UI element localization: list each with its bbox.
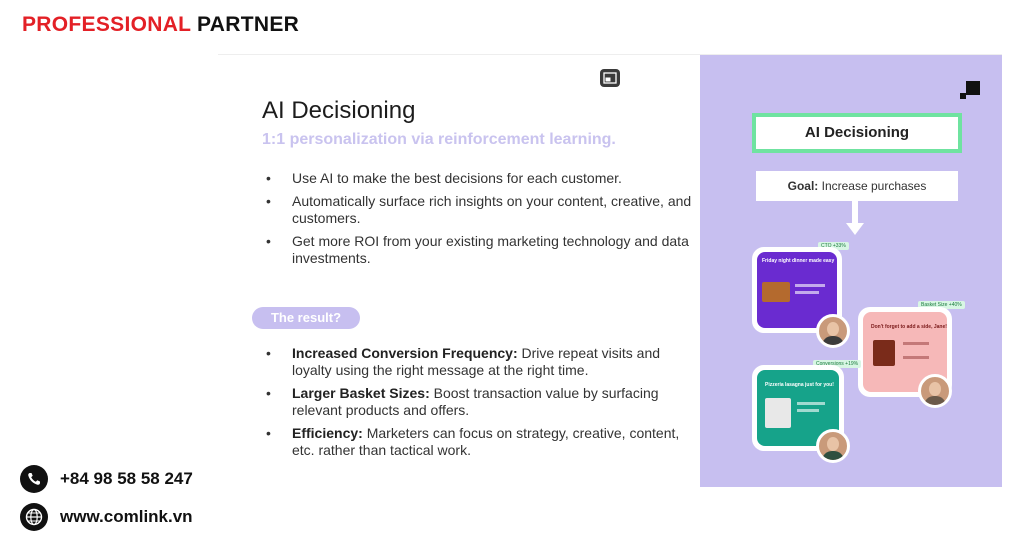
list-item: •Larger Basket Sizes: Boost transaction … [266,385,659,418]
ai-decisioning-box: AI Decisioning [752,113,962,153]
divider [218,54,1002,55]
slide-subtitle: 1:1 personalization via reinforcement le… [262,131,616,148]
avatar [816,429,850,463]
list-item: •Use AI to make the best decisions for e… [266,170,622,186]
phone-image [765,398,791,428]
expand-icon[interactable] [600,69,620,87]
slide: AI Decisioning 1:1 personalization via r… [218,55,1002,487]
list-item: •Increased Conversion Frequency: Drive r… [266,345,661,378]
email-card-3: Pizzeria lasagna just for you! [752,365,844,451]
decor-square-small [960,93,966,99]
avatar [918,374,952,408]
result-pill: The result? [252,307,360,329]
phone-number[interactable]: +84 98 58 58 247 [60,469,193,488]
slide-content: AI Decisioning 1:1 personalization via r… [218,55,700,487]
slide-title: AI Decisioning [262,97,416,124]
metric-tag: Basket Size +40% [918,301,965,309]
goal-box: Goal: Increase purchases [756,171,958,201]
food-image [762,282,790,302]
arrow-head [846,223,864,235]
phone-contact[interactable]: +84 98 58 58 247 [20,465,280,493]
list-item: •Efficiency: Marketers can focus on stra… [266,425,680,458]
phone-icon [20,465,48,493]
arrow-down-icon [852,201,858,225]
avatar [816,314,850,348]
list-item: •Get more ROI from your existing marketi… [266,233,689,266]
website-contact[interactable]: www.comlink.vn [20,503,280,531]
illustration-panel: AI Decisioning Goal: Increase purchases … [700,55,1002,487]
brand-part-partner: PARTNER [197,13,300,36]
decor-square [966,81,980,95]
wine-image [873,340,895,366]
website-link[interactable]: www.comlink.vn [60,507,193,526]
result-list: •Increased Conversion Frequency: Drive r… [262,345,702,465]
metric-tag: CTO +33% [818,242,849,250]
brand-title: PROFESSIONAL PARTNER [22,13,299,37]
globe-icon [20,503,48,531]
list-item: •Automatically surface rich insights on … [266,193,692,226]
brand-part-professional: PROFESSIONAL [22,13,191,36]
metric-tag: Conversions +19% [813,360,862,368]
feature-list: •Use AI to make the best decisions for e… [262,170,702,273]
